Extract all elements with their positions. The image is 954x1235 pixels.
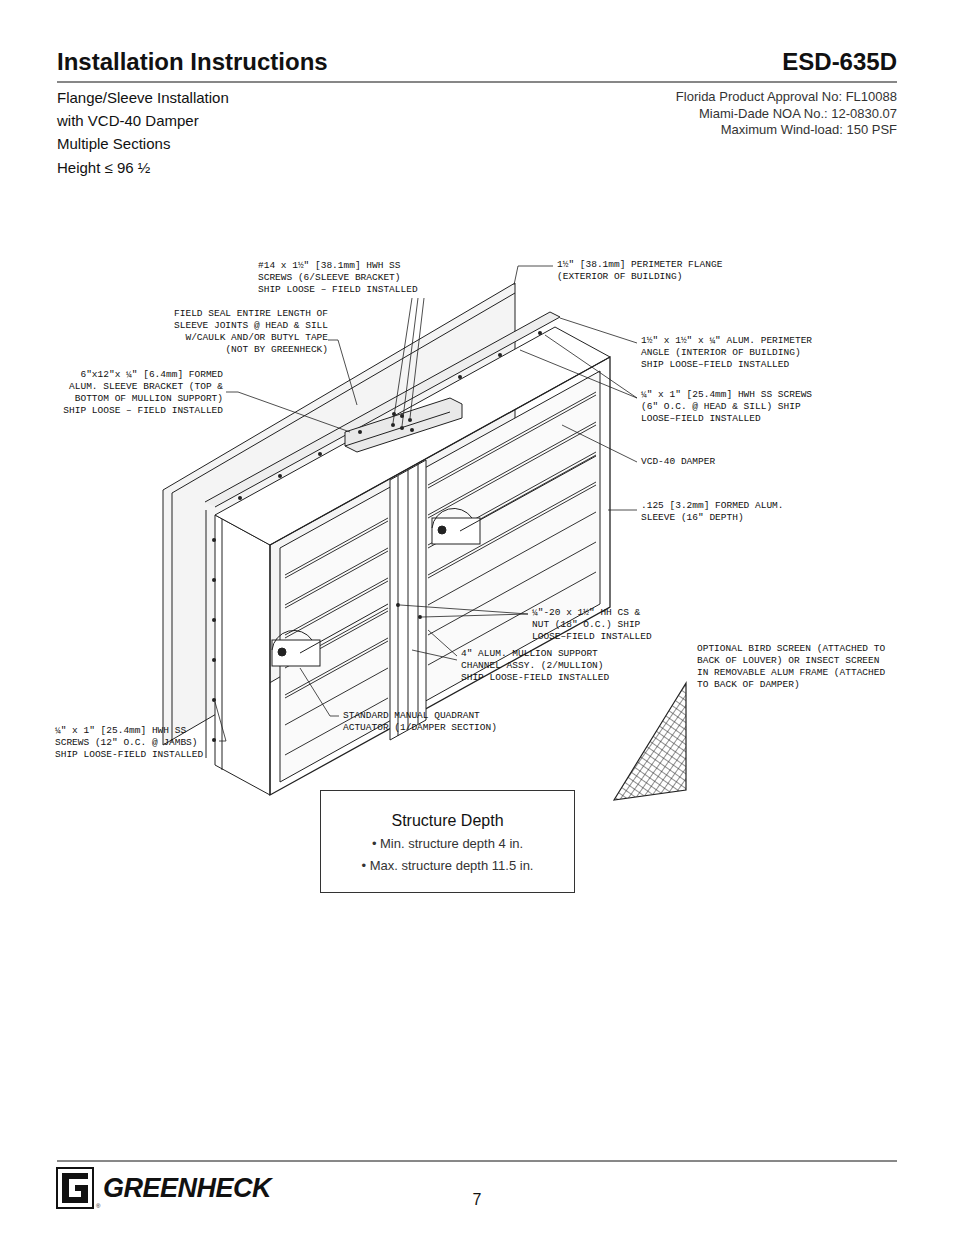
- callout-note: #14 x 1½" [38.1mm] HWH SS SCREWS (6/SLEE…: [258, 260, 428, 296]
- approval-note: Maximum Wind-load: 150 PSF: [597, 122, 897, 138]
- callout-note: ¼" x 1" [25.4mm] HWH SS SCREWS (12" O.C.…: [55, 725, 215, 761]
- bullet-item: • Min. structure depth 4 in.: [329, 833, 566, 855]
- page-number: 7: [467, 1190, 487, 1209]
- callout-note: VCD-40 DAMPER: [641, 456, 761, 468]
- callout-note: FIELD SEAL ENTIRE LENGTH OF SLEEVE JOINT…: [163, 308, 328, 356]
- brand-name: GREENHECK: [103, 1172, 303, 1204]
- callout-note: 1½" x 1½" x ¼" ALUM. PERIMETER ANGLE (IN…: [641, 335, 826, 371]
- callout-note: 4" ALUM. MULLION SUPPORT CHANNEL ASSY. (…: [461, 648, 621, 684]
- bullet-item: • Max. structure depth 11.5 in.: [329, 855, 566, 877]
- logo-icon: [57, 1168, 93, 1208]
- callout-note: OPTIONAL BIRD SCREEN (ATTACHED TO BACK O…: [697, 643, 892, 691]
- bird-screen: [614, 683, 686, 800]
- callout-note: STANDARD MANUAL QUADRANT ACTUATOR (1/DAM…: [343, 710, 508, 734]
- footer-rule: [57, 1161, 897, 1162]
- box-heading: Structure Depth: [329, 811, 566, 831]
- callout-note: ¼" x 1" [25.4mm] HWH SS SCREWS (6" O.C. …: [641, 389, 819, 425]
- damper-blades: [285, 392, 596, 755]
- page-title: Installation Instructions: [57, 48, 328, 76]
- subtitle: Flange/Sleeve Installation: [57, 89, 317, 107]
- header-rule: [57, 81, 897, 82]
- info-box: Structure Depth• Min. structure depth 4 …: [320, 790, 575, 893]
- callout-note: 1½" [38.1mm] PERIMETER FLANGE (EXTERIOR …: [557, 259, 737, 283]
- approval-note: Miami-Dade NOA No.: 12-0830.07: [597, 106, 897, 122]
- subtitle: Multiple Sections: [57, 135, 317, 153]
- subtitle: Height ≤ 96 ½: [57, 159, 317, 177]
- callout-note: .125 [3.2mm] FORMED ALUM. SLEEVE (16" DE…: [641, 500, 801, 524]
- model-number: ESD-635D: [680, 48, 897, 77]
- approval-note: Florida Product Approval No: FL10088: [597, 89, 897, 105]
- mullion-support: [390, 460, 426, 740]
- registered-mark: ®: [96, 1203, 106, 1210]
- callout-note: ¼"-20 x 1½" HH CS & NUT (18" O.C.) SHIP …: [532, 607, 657, 643]
- callout-note: 6"x12"x ¼" [6.4mm] FORMED ALUM. SLEEVE B…: [55, 369, 223, 417]
- subtitle: with VCD-40 Damper: [57, 112, 317, 130]
